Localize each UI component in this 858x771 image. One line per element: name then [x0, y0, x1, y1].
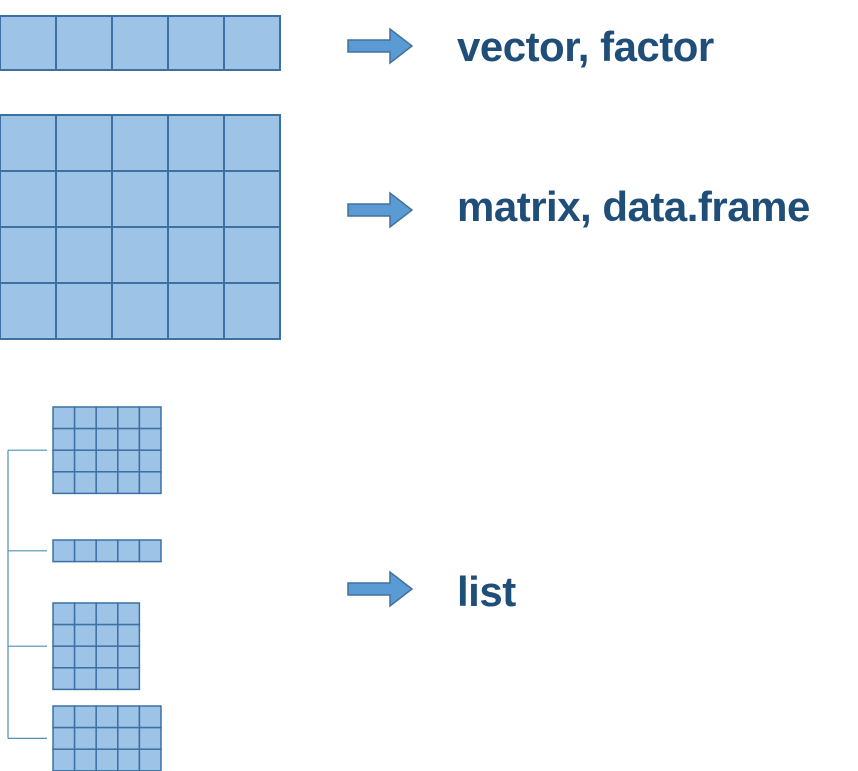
list-bracket — [7, 449, 47, 740]
grid-cell — [95, 748, 119, 771]
grid-cell — [95, 471, 119, 495]
grid-cell — [223, 15, 281, 71]
grid-cell — [52, 406, 76, 430]
grid-cell — [117, 748, 141, 771]
grid-cell — [0, 226, 57, 284]
grid-cell — [73, 471, 97, 495]
grid-cell — [167, 114, 225, 172]
grid-cell — [223, 114, 281, 172]
grid-cell — [95, 623, 119, 647]
grid-cell — [0, 114, 57, 172]
grid-cell — [52, 645, 76, 669]
grid-cell — [167, 15, 225, 71]
grid-cell — [167, 226, 225, 284]
grid-cell — [117, 471, 141, 495]
grid-cell — [95, 406, 119, 430]
grid-cell — [95, 539, 119, 563]
list-item-grid — [52, 539, 162, 563]
grid-cell — [117, 623, 141, 647]
grid-cell — [117, 726, 141, 750]
grid-cell — [223, 170, 281, 228]
grid-cell — [138, 449, 162, 473]
vector-grid — [0, 15, 281, 71]
grid-cell — [95, 427, 119, 451]
grid-cell — [138, 539, 162, 563]
grid-cell — [73, 539, 97, 563]
vector-factor-label: vector, factor — [457, 23, 714, 70]
grid-cell — [55, 15, 113, 71]
grid-cell — [223, 226, 281, 284]
grid-cell — [138, 748, 162, 771]
grid-cell — [167, 170, 225, 228]
list-item-grid — [52, 705, 162, 771]
grid-cell — [117, 406, 141, 430]
grid-cell — [138, 726, 162, 750]
grid-cell — [55, 114, 113, 172]
grid-cell — [138, 406, 162, 430]
grid-cell — [52, 726, 76, 750]
grid-cell — [167, 282, 225, 340]
grid-cell — [52, 748, 76, 771]
grid-cell — [111, 170, 169, 228]
grid-cell — [0, 15, 57, 71]
grid-cell — [111, 282, 169, 340]
grid-cell — [73, 406, 97, 430]
grid-cell — [0, 282, 57, 340]
grid-cell — [117, 667, 141, 691]
matrix-dataframe-label: matrix, data.frame — [457, 183, 810, 230]
grid-cell — [52, 471, 76, 495]
grid-cell — [111, 226, 169, 284]
grid-cell — [117, 602, 141, 626]
grid-cell — [55, 226, 113, 284]
grid-cell — [73, 602, 97, 626]
grid-cell — [73, 705, 97, 729]
grid-cell — [52, 667, 76, 691]
grid-cell — [95, 645, 119, 669]
grid-cell — [223, 282, 281, 340]
list-item-grid — [52, 602, 141, 691]
grid-cell — [52, 427, 76, 451]
grid-cell — [73, 726, 97, 750]
grid-cell — [52, 602, 76, 626]
grid-cell — [73, 748, 97, 771]
grid-cell — [73, 645, 97, 669]
grid-cell — [138, 471, 162, 495]
vector-arrow-icon — [347, 27, 414, 65]
list-label: list — [457, 568, 516, 615]
grid-cell — [52, 623, 76, 647]
list-arrow-icon — [347, 570, 414, 608]
grid-cell — [95, 602, 119, 626]
matrix-arrow-icon — [347, 191, 414, 229]
grid-cell — [52, 449, 76, 473]
grid-cell — [95, 449, 119, 473]
grid-cell — [117, 705, 141, 729]
grid-cell — [55, 282, 113, 340]
grid-cell — [117, 427, 141, 451]
matrix-grid — [0, 114, 281, 340]
grid-cell — [117, 645, 141, 669]
grid-cell — [73, 449, 97, 473]
grid-cell — [95, 705, 119, 729]
grid-cell — [111, 114, 169, 172]
grid-cell — [55, 170, 113, 228]
grid-cell — [138, 705, 162, 729]
grid-cell — [95, 726, 119, 750]
grid-cell — [73, 623, 97, 647]
grid-cell — [0, 170, 57, 228]
grid-cell — [73, 667, 97, 691]
grid-cell — [95, 667, 119, 691]
list-item-grid — [52, 406, 162, 495]
grid-cell — [138, 427, 162, 451]
grid-cell — [52, 705, 76, 729]
grid-cell — [52, 539, 76, 563]
grid-cell — [73, 427, 97, 451]
grid-cell — [117, 539, 141, 563]
grid-cell — [111, 15, 169, 71]
grid-cell — [117, 449, 141, 473]
